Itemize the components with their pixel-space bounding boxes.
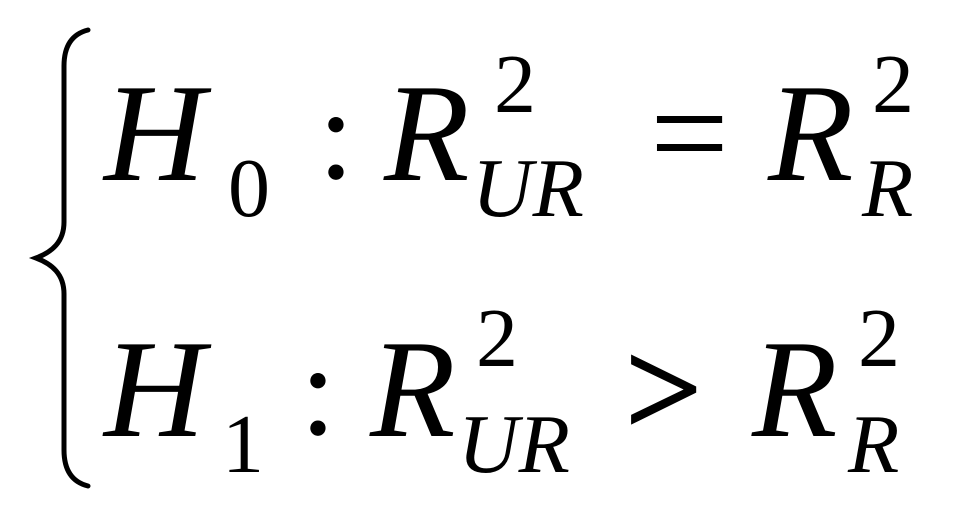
lhs-superscript: 2 (476, 292, 518, 385)
lhs-base: R (369, 312, 456, 467)
rhs-base: R (751, 312, 838, 467)
separator-colon: : (300, 319, 336, 463)
lhs-subscript: UR (472, 142, 584, 235)
hypothesis-index: 0 (228, 142, 270, 235)
hypothesis-index: 1 (222, 398, 264, 491)
rhs-subscript: R (861, 142, 913, 235)
lhs-superscript: 2 (494, 38, 536, 131)
lhs-base: R (383, 56, 470, 211)
rhs-superscript: 2 (872, 38, 914, 131)
rhs-superscript: 2 (858, 292, 900, 385)
hypothesis-symbol: H (102, 56, 212, 211)
rhs-base: R (767, 56, 854, 211)
hypothesis-symbol: H (102, 312, 212, 467)
rhs-subscript: R (847, 398, 899, 491)
separator-colon: : (318, 63, 354, 207)
relation-sign: > (624, 312, 704, 467)
hypothesis-row-alternative: H 1 : R 2 UR > R 2 R (102, 292, 900, 491)
hypothesis-row-null: H 0 : R 2 UR = R 2 R (102, 38, 914, 235)
relation-sign: = (650, 56, 729, 211)
lhs-subscript: UR (458, 398, 570, 491)
left-curly-brace (28, 27, 91, 489)
